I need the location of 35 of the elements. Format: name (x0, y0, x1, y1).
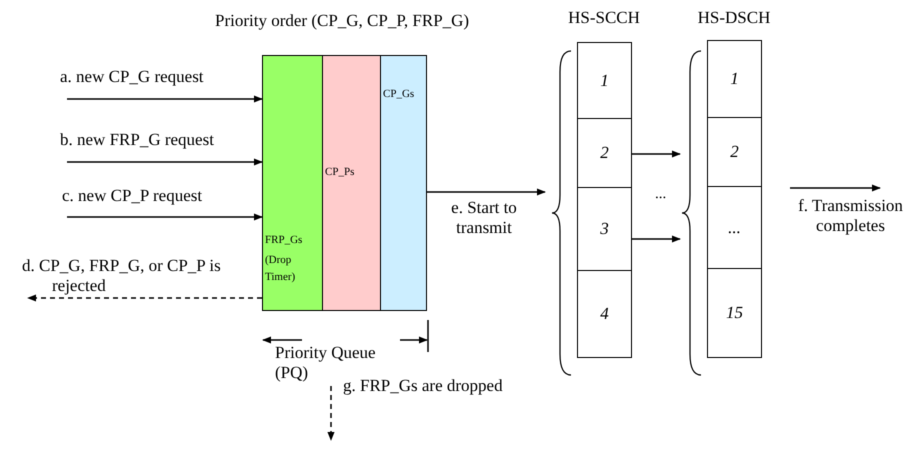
slot-number: 2 (730, 141, 739, 164)
slot-number: 2 (600, 142, 609, 164)
slot-number: 15 (726, 302, 743, 324)
arrow (67, 213, 263, 221)
edge-label: e. Start to transmit (450, 198, 518, 238)
arrow (27, 294, 262, 302)
queue-column (263, 56, 323, 310)
arrow (632, 150, 681, 158)
edge-label: c. new CP_P request (62, 186, 204, 206)
column-label: CP_Ps (325, 165, 356, 180)
arrow (632, 235, 681, 243)
arrow (67, 95, 263, 103)
column-label: FRP_Gs (265, 233, 304, 248)
queue-column (381, 56, 426, 310)
edge-label: f. Transmission completes (797, 196, 904, 236)
slot-number: 3 (600, 218, 609, 240)
arrow (427, 188, 546, 196)
note-text: g. FRP_Gs are dropped (343, 375, 504, 397)
slot-number: 4 (600, 303, 609, 326)
column-label: (Drop Timer) (265, 253, 296, 285)
edge-label: d. CP_G, FRP_G, or CP_P is rejected (22, 256, 222, 296)
edge-label: b. new FRP_G request (60, 130, 215, 150)
ellipsis: ... (655, 185, 668, 204)
channel-heading: HS-DSCH (696, 7, 772, 29)
arrow (790, 184, 881, 192)
channel-heading: HS-SCCH (567, 7, 641, 29)
queue-box (262, 55, 427, 311)
edge-label: a. new CP_G request (60, 67, 205, 87)
slot-number: 1 (730, 68, 739, 90)
queue-column (323, 56, 381, 310)
slot-number: ... (728, 216, 741, 239)
arrow (67, 158, 263, 166)
diagram-heading: Priority order (CP_G, CP_P, FRP_G) (215, 10, 470, 32)
slot-number: 1 (600, 70, 609, 92)
column-label: CP_Gs (383, 87, 416, 102)
